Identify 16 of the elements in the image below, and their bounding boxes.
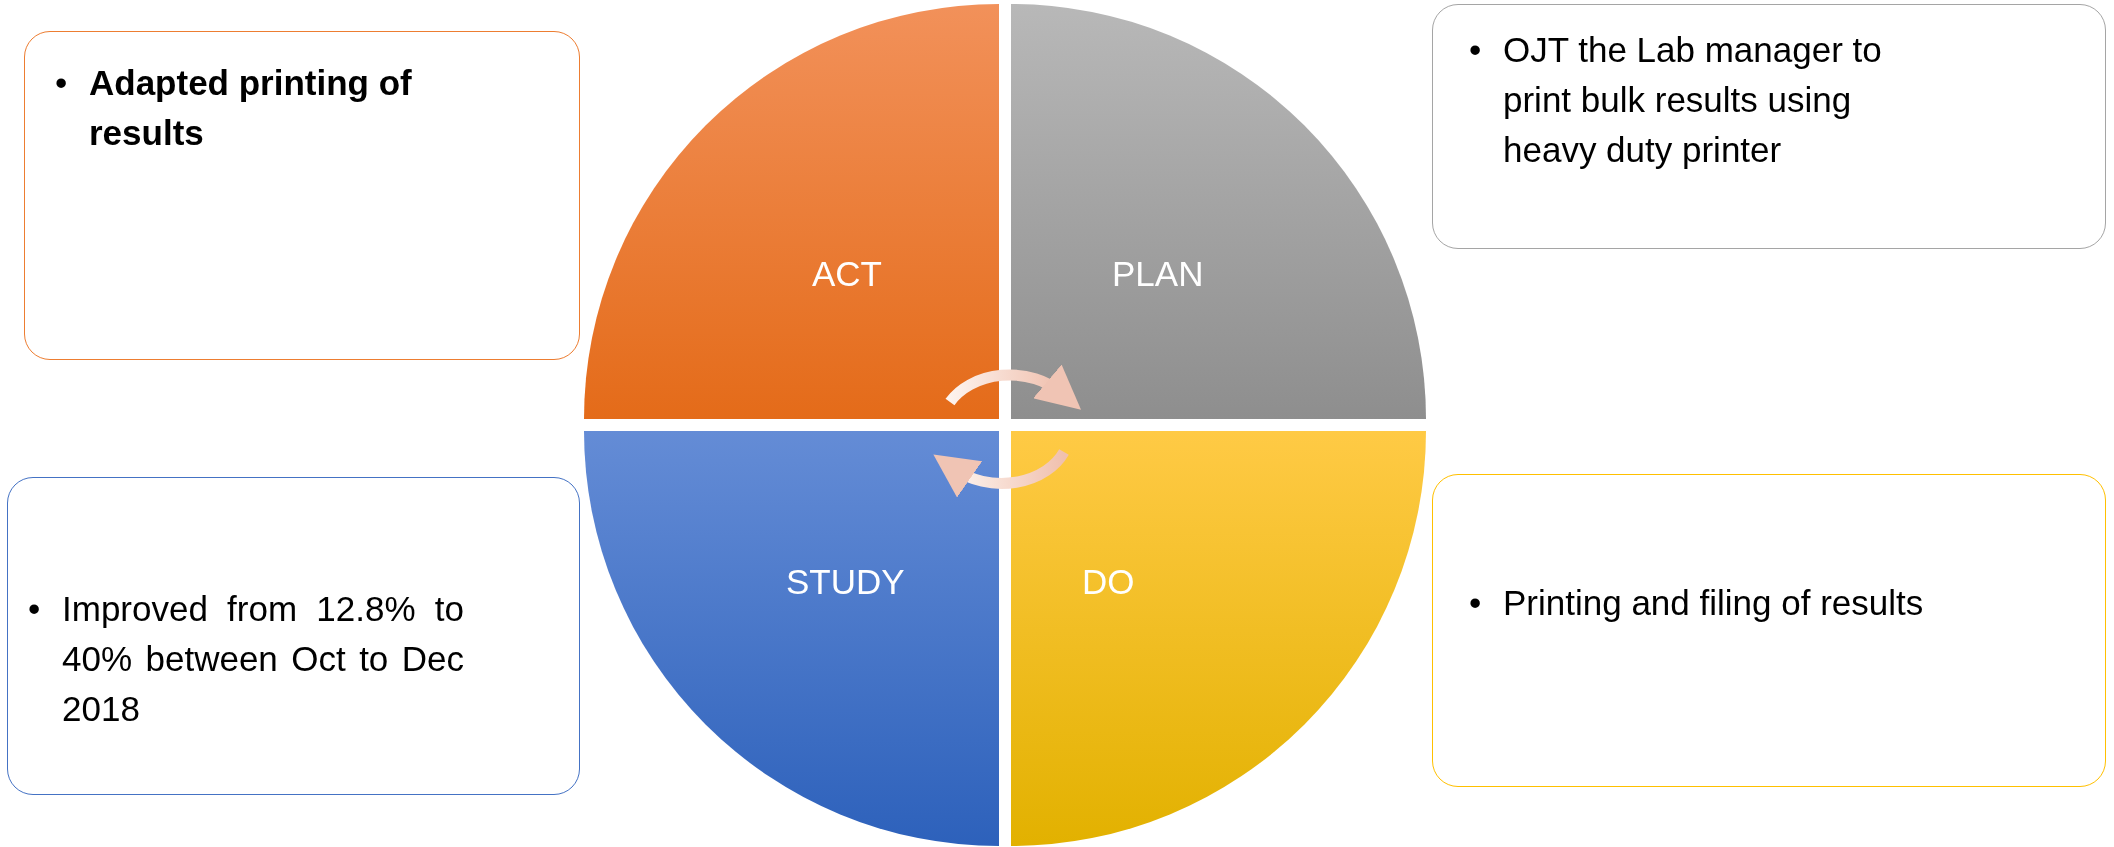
quadrant-label: STUDY (786, 562, 905, 602)
bullet-mark: • (1469, 29, 1483, 71)
bullet-text: OJT the Lab manager to print bulk results using heavy duty printer (1503, 29, 1883, 171)
quadrant-label: DO (1082, 562, 1135, 602)
text-box (7, 477, 580, 795)
text-box (1432, 474, 2106, 787)
bullet-text: Adapted printing of results (89, 62, 413, 154)
bullet-mark: • (1469, 582, 1483, 624)
bullet-mark: • (28, 588, 42, 630)
bullet-mark: • (55, 62, 69, 104)
text-box (1432, 4, 2106, 249)
quadrant-label: PLAN (1112, 254, 1204, 294)
bullet-text: Printing and filing of results (1503, 582, 1925, 624)
text-box (24, 31, 580, 360)
bullet-text: Improved from 12.8% to 40% between Oct to Dec 2018 (62, 588, 464, 730)
quadrant-label: ACT (812, 254, 882, 294)
